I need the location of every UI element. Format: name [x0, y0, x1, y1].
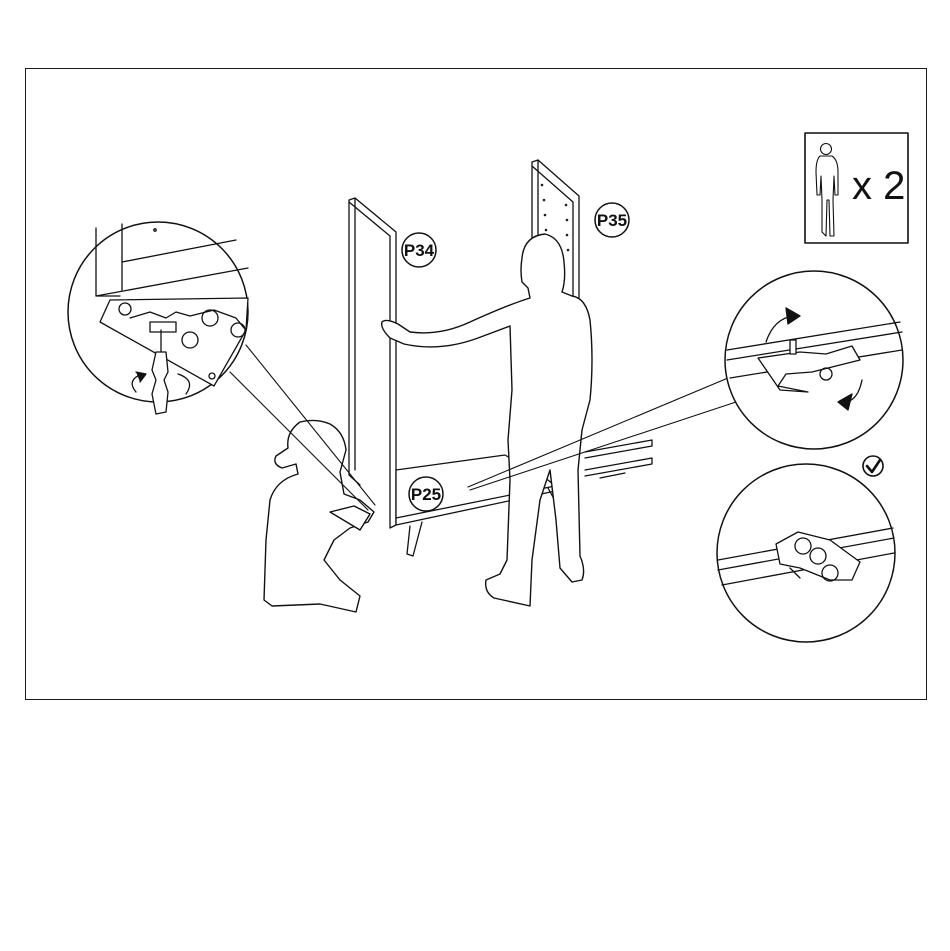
svg-text:P34: P34 — [404, 241, 435, 260]
part-label-p25: P25 — [409, 477, 443, 511]
detail-circle-fitting-before — [725, 271, 903, 449]
people-count: x 2 — [852, 164, 905, 208]
part-label-p34: P34 — [402, 233, 436, 267]
checkmark-icon — [863, 456, 883, 476]
detail-circle-fitting-after — [717, 464, 895, 642]
svg-text:P35: P35 — [597, 211, 627, 230]
detail-circle-screwing — [68, 222, 248, 414]
svg-text:P25: P25 — [411, 485, 441, 504]
people-required-badge: x 2 — [805, 133, 908, 243]
part-label-p35: P35 — [595, 203, 629, 237]
